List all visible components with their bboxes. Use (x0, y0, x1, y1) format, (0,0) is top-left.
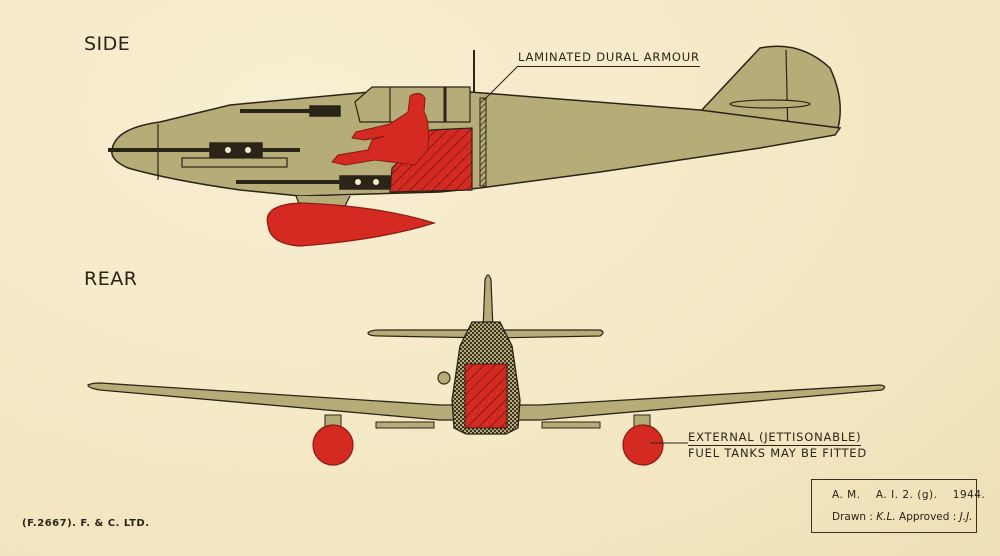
side-view-label: SIDE (84, 33, 131, 55)
print-code: (F.2667). F. & C. LTD. (22, 518, 150, 529)
pilot-figure (331, 92, 429, 166)
dural-armour-plate (479, 97, 487, 187)
rear-armour (464, 363, 508, 429)
drop-tank-right (622, 424, 664, 466)
approved-by: J.J. (959, 511, 973, 523)
credits-line: Drawn : K.L. Approved : J.J. (832, 511, 973, 523)
fuel-tank-annotation: EXTERNAL (JETTISONABLE) FUEL TANKS MAY B… (688, 430, 867, 461)
reference-box: A. M. A. I. 2. (g). 1944. Drawn : K.L. A… (811, 479, 985, 533)
drawn-by: K.L. (876, 511, 896, 523)
drop-tank-left (312, 424, 354, 466)
tank-annotation-line2: FUEL TANKS MAY BE FITTED (688, 446, 868, 460)
fuselage (111, 91, 842, 197)
tank-annotation-line1: EXTERNAL (JETTISONABLE) (688, 430, 862, 446)
armour-annotation: LAMINATED DURAL ARMOUR (518, 50, 700, 67)
side-view (108, 45, 842, 247)
rear-view-label: REAR (84, 268, 138, 290)
rear-fin (482, 274, 494, 331)
drop-tank-side (266, 202, 436, 247)
reference-line: A. M. A. I. 2. (g). 1944. (832, 489, 986, 501)
drawn-label: Drawn : (832, 511, 877, 523)
approved-label: Approved : (895, 511, 960, 523)
rear-view (87, 274, 886, 466)
